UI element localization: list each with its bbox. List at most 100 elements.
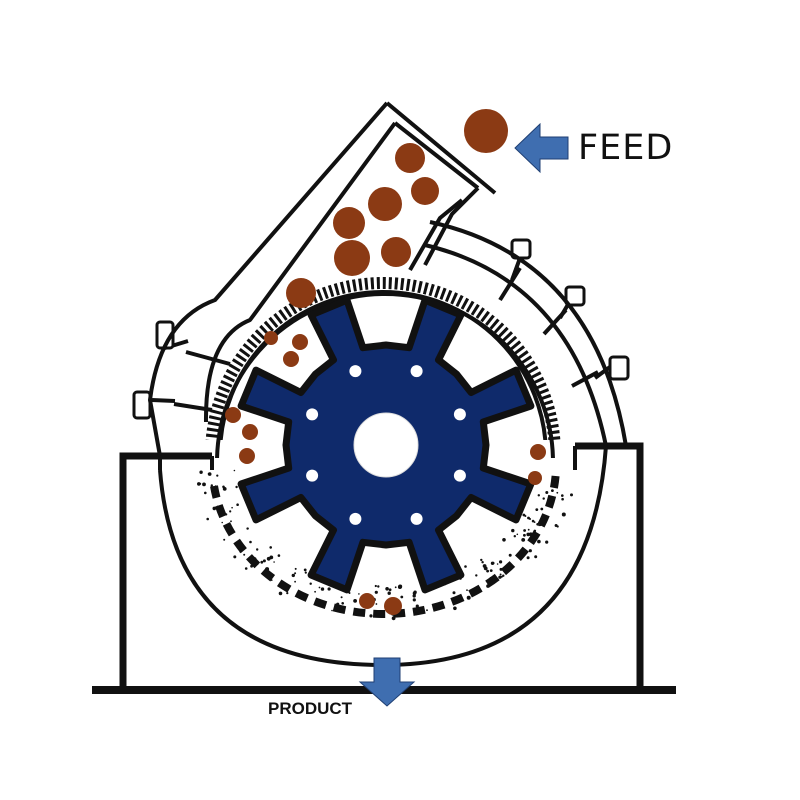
fine-particle bbox=[521, 538, 526, 542]
rotor-hole bbox=[306, 469, 319, 482]
fine-particle bbox=[239, 550, 242, 553]
fine-particle bbox=[491, 561, 495, 565]
rotor-bolt-holes bbox=[306, 365, 466, 525]
fine-particle bbox=[199, 482, 202, 485]
rotor-hole bbox=[410, 512, 423, 525]
fine-particle bbox=[233, 469, 236, 472]
fine-particle bbox=[524, 515, 527, 517]
fine-particle bbox=[528, 532, 533, 537]
fine-particle bbox=[267, 571, 270, 574]
fine-particle bbox=[291, 573, 295, 578]
fine-particle bbox=[475, 574, 478, 577]
rotor-hole bbox=[453, 469, 466, 482]
fine-particle bbox=[280, 582, 283, 585]
fine-particle bbox=[542, 497, 545, 500]
fine-particle bbox=[374, 590, 378, 594]
fine-particle bbox=[545, 491, 549, 494]
fine-particle bbox=[414, 612, 418, 616]
fine-particle bbox=[570, 493, 573, 497]
fine-particle bbox=[523, 533, 526, 537]
feed-particle bbox=[381, 237, 411, 267]
fine-particle bbox=[528, 549, 532, 553]
fine-particle bbox=[534, 555, 538, 559]
fine-particle bbox=[412, 591, 417, 596]
fine-particle bbox=[256, 548, 259, 551]
fine-particle bbox=[222, 487, 227, 491]
fine-particle bbox=[489, 569, 493, 572]
fine-particle bbox=[523, 529, 526, 532]
fine-particle bbox=[452, 591, 456, 595]
rotor-hole bbox=[410, 365, 423, 378]
fine-particle bbox=[231, 506, 233, 509]
fine-particle bbox=[387, 591, 391, 595]
fine-particle bbox=[278, 591, 283, 596]
fine-particle bbox=[341, 602, 345, 605]
fine-particle bbox=[533, 521, 536, 523]
feed-particle bbox=[530, 444, 546, 460]
rotor bbox=[237, 296, 535, 594]
rotor-hole bbox=[349, 365, 362, 378]
fine-particle bbox=[287, 586, 290, 588]
fine-particle bbox=[374, 584, 377, 588]
fine-particle bbox=[385, 587, 389, 591]
fine-particle bbox=[412, 598, 416, 602]
fine-particle bbox=[499, 560, 503, 564]
fine-particle bbox=[243, 553, 246, 556]
fine-particle bbox=[270, 579, 273, 581]
fine-particle bbox=[262, 559, 266, 563]
feed-particle bbox=[283, 351, 299, 367]
fine-particle bbox=[250, 564, 254, 568]
feed-particle bbox=[264, 331, 278, 345]
fine-particle bbox=[453, 606, 457, 611]
rotor-hub bbox=[353, 412, 419, 478]
fine-particle bbox=[233, 555, 237, 559]
fine-particle bbox=[481, 561, 484, 564]
fine-particle bbox=[537, 494, 540, 497]
fine-particle bbox=[244, 567, 248, 570]
fine-particle bbox=[249, 540, 252, 544]
fine-particle bbox=[318, 586, 321, 589]
fine-particle bbox=[353, 599, 357, 603]
fine-particle bbox=[269, 546, 273, 549]
fine-particle bbox=[214, 485, 217, 487]
fine-particle bbox=[400, 595, 404, 599]
feed-particle bbox=[464, 109, 508, 153]
fine-particle bbox=[551, 489, 554, 492]
fine-particle bbox=[521, 555, 524, 559]
fine-particle bbox=[246, 527, 249, 530]
fine-particle bbox=[464, 565, 467, 568]
fine-particle bbox=[466, 589, 468, 591]
outer-casing bbox=[173, 220, 628, 447]
fine-particle bbox=[294, 572, 297, 575]
fine-particle bbox=[527, 528, 530, 531]
fine-particle bbox=[412, 594, 416, 598]
fine-particle bbox=[535, 508, 539, 511]
fine-particle bbox=[260, 560, 264, 564]
fine-particle bbox=[320, 587, 325, 591]
fine-particle bbox=[529, 518, 531, 520]
fine-particle bbox=[502, 574, 505, 577]
feed-particle bbox=[239, 448, 255, 464]
fine-particle bbox=[516, 533, 519, 536]
fine-particle bbox=[513, 535, 516, 538]
fine-particle bbox=[202, 482, 206, 487]
fine-particle bbox=[466, 595, 471, 600]
feed-particle bbox=[528, 471, 542, 485]
fine-particle bbox=[273, 561, 275, 563]
fine-particle bbox=[212, 489, 215, 492]
fine-particle bbox=[561, 494, 564, 497]
feed-particle bbox=[286, 278, 316, 308]
fine-particle bbox=[486, 584, 490, 588]
fine-particle bbox=[499, 573, 502, 576]
fine-particle bbox=[358, 593, 360, 595]
fine-particle bbox=[199, 470, 203, 474]
fine-particle bbox=[331, 609, 333, 612]
fine-particle bbox=[277, 554, 281, 557]
fine-particle bbox=[394, 586, 397, 589]
fine-particle bbox=[236, 503, 239, 507]
fine-particle bbox=[496, 563, 499, 565]
fine-particle bbox=[537, 539, 541, 544]
fine-particle bbox=[536, 523, 539, 526]
feed-particle bbox=[359, 593, 375, 609]
fine-particle bbox=[204, 491, 207, 495]
